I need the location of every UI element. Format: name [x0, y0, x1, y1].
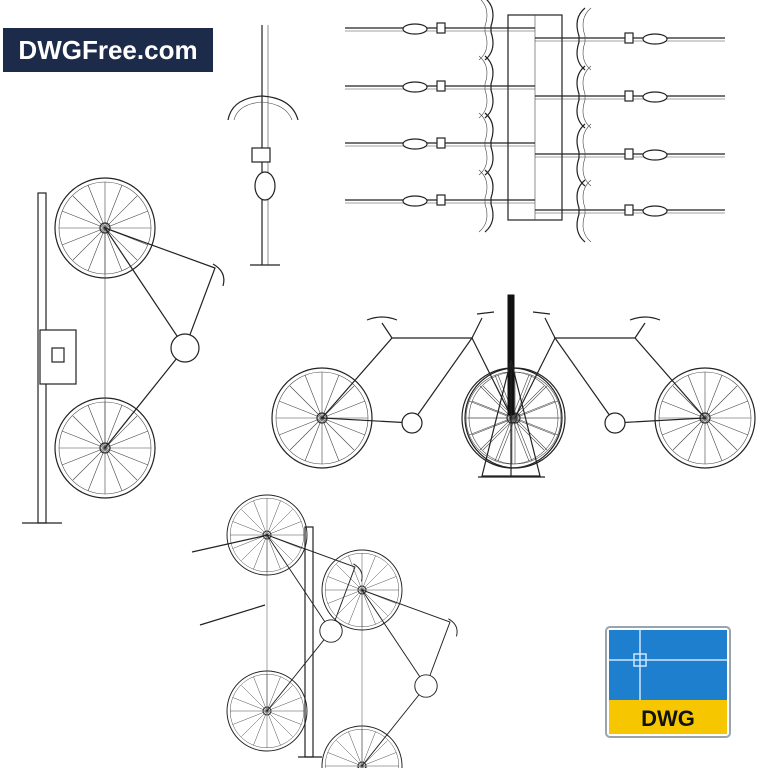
dwg-label: DWG [641, 706, 695, 731]
dwg-file-icon: DWG [605, 626, 731, 738]
wall-bike-cluster [191, 495, 457, 768]
bicycle-top-view [227, 25, 299, 266]
bicycle-side-view [272, 294, 755, 478]
wall-rack-icon [22, 178, 224, 524]
brand-logo: DWGFree.com [3, 28, 213, 72]
rack-plan-view [344, 0, 726, 243]
